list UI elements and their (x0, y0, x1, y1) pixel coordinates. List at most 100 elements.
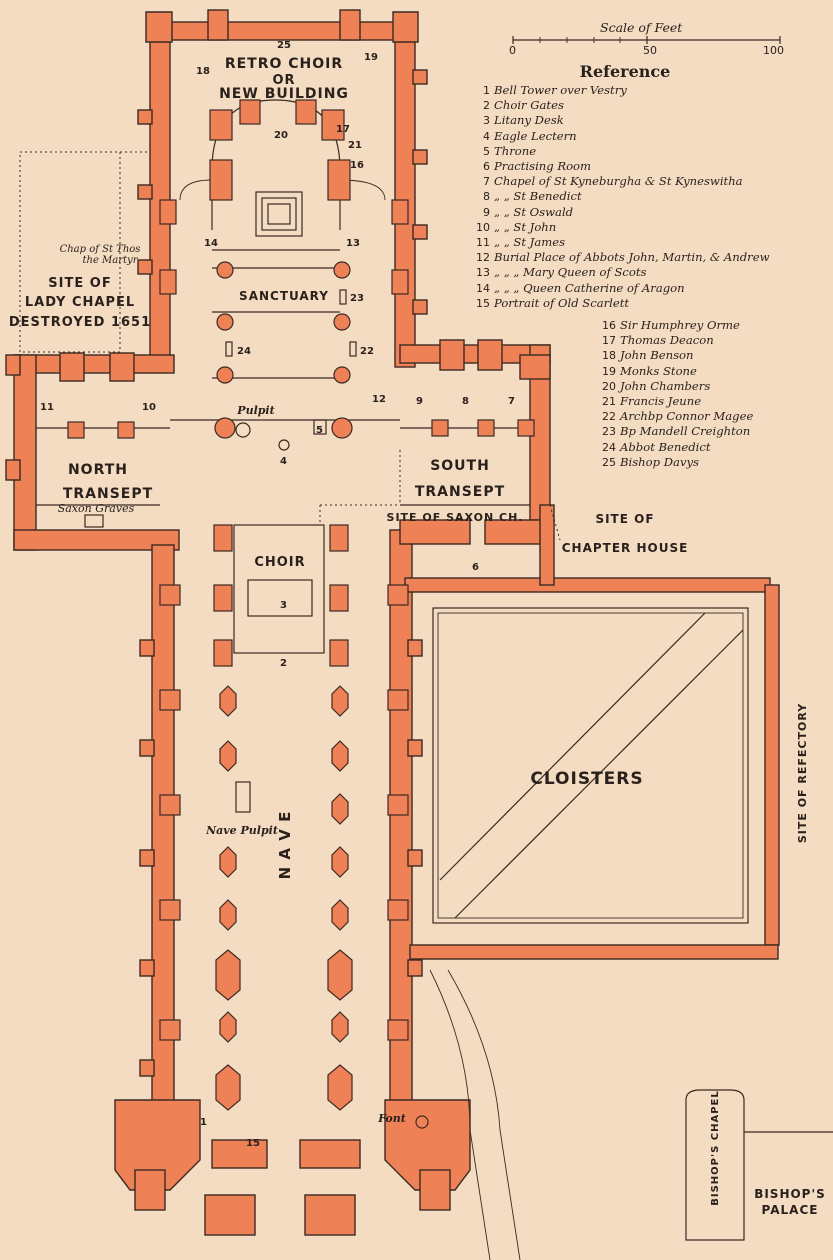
chapel-st-thomas-label-2: the Martyr (83, 255, 139, 266)
plan-number: 22 (360, 346, 374, 357)
plan-number: 21 (348, 140, 362, 151)
reference-number: 14 (476, 281, 490, 295)
scale-tick-50: 50 (643, 44, 657, 57)
dotted-outlines (19, 151, 561, 541)
reference-item: 16 Sir Humphrey Orme (596, 318, 820, 333)
retro-choir-label: RETRO CHOIR (225, 56, 343, 72)
reference-number: 25 (602, 455, 616, 469)
reference-number: 21 (602, 395, 616, 409)
plan-number: 13 (346, 238, 360, 249)
reference-number: 1 (483, 84, 490, 97)
retro-choir-or-label: OR (272, 73, 295, 88)
walls (5, 9, 780, 1236)
reference-number: 4 (483, 129, 490, 143)
chapel-st-thomas-label: Chap of St Thos (60, 244, 141, 255)
plan-number: 5 (316, 425, 323, 436)
reference-item: 10 „ „ St John (470, 220, 820, 235)
nave-pulpit-label: Nave Pulpit (205, 824, 278, 837)
bishops-chapel-label: BISHOP'S CHAPEL (710, 1090, 721, 1205)
plan-number: 19 (364, 52, 378, 63)
reference-item: 20 John Chambers (596, 379, 820, 394)
plan-number: 15 (246, 1138, 260, 1149)
plan-number: 16 (350, 160, 364, 171)
reference-text: „ „ „ Mary Queen of Scots (494, 265, 647, 280)
reference-number: 5 (483, 144, 490, 158)
plan-number: 7 (508, 396, 515, 407)
reference-text: Litany Desk (494, 113, 564, 128)
reference-item: 21 Francis Jeune (596, 394, 820, 409)
scale-tick-0: 0 (509, 44, 516, 57)
reference-text: „ „ St John (494, 219, 557, 234)
plan-number: 18 (196, 66, 210, 77)
reference-text: Bp Mandell Creighton (620, 424, 751, 439)
reference-text: Throne (494, 143, 537, 158)
reference-text: „ „ St Oswald (494, 204, 574, 219)
plan-number: 2 (280, 658, 287, 669)
reference-item: 2 Choir Gates (470, 98, 820, 113)
reference-text: Francis Jeune (620, 394, 702, 409)
reference-number: 15 (476, 296, 490, 310)
reference-text: Bell Tower over Vestry (494, 83, 627, 97)
reference-text: „ „ St Benedict (494, 189, 582, 204)
reference-number: 17 (602, 334, 616, 348)
plan-number: 10 (142, 402, 156, 413)
reference-text: Thomas Deacon (620, 333, 714, 348)
scale-tick-100: 100 (763, 44, 784, 57)
reference-number: 8 (483, 190, 490, 204)
reference-item: 17 Thomas Deacon (596, 333, 820, 348)
reference-item: 8 „ „ St Benedict (470, 189, 820, 204)
scale-bar (512, 36, 781, 44)
reference-text: Burial Place of Abbots John, Martin, & A… (494, 250, 770, 265)
reference-text: Choir Gates (494, 98, 564, 113)
choir-piers (213, 524, 349, 667)
reference-number: 19 (602, 364, 616, 378)
plan-number: 8 (462, 396, 469, 407)
reference-item: 11„ „ St James (470, 235, 820, 250)
reference-text: Monks Stone (620, 363, 697, 378)
plan-number: 12 (372, 394, 386, 405)
reference-number: 20 (602, 379, 616, 393)
reference-number: 2 (483, 99, 490, 113)
new-building-label: NEW BUILDING (219, 86, 349, 102)
reference-number: 10 (476, 220, 490, 234)
plan-number: 23 (350, 293, 364, 304)
font-label: Font (377, 1112, 406, 1125)
saxon-graves-label: Saxon Graves (58, 502, 135, 515)
nave-piers (159, 524, 409, 1111)
plan-number: 9 (416, 396, 423, 407)
reference-text: John Benson (620, 348, 694, 363)
reference-text: Practising Room (494, 159, 592, 174)
nave-label: N A V E (276, 811, 294, 880)
plan-number: 6 (472, 562, 479, 573)
reference-text: „ „ St James (494, 235, 566, 250)
lady-chapel-label-3: DESTROYED 1651 (9, 315, 151, 330)
reference-number: 16 (602, 319, 616, 333)
reference-item: 19 Monks Stone (596, 364, 820, 379)
reference-item: 13„ „ „ Mary Queen of Scots (470, 265, 820, 280)
north-transept-label: TRANSEPT (63, 486, 153, 502)
reference-number: 24 (602, 440, 616, 454)
reference-text: Sir Humphrey Orme (620, 318, 740, 333)
reference-text: „ „ „ Queen Catherine of Aragon (494, 280, 685, 295)
chapter-house-label: CHAPTER HOUSE (562, 541, 689, 555)
plan-labels: RETRO CHOIR OR NEW BUILDING Chap of St T… (9, 56, 825, 1217)
reference-item: 1 Bell Tower over Vestry (470, 83, 820, 98)
lady-chapel-label-1: SITE OF (48, 276, 111, 291)
sanctuary-label: SANCTUARY (239, 289, 329, 303)
plan-number: 1 (200, 1117, 207, 1128)
plan-number: 3 (280, 600, 287, 611)
plan-number: 4 (280, 456, 287, 467)
reference-text: John Chambers (620, 378, 711, 393)
pulpit-label: Pulpit (236, 404, 274, 417)
